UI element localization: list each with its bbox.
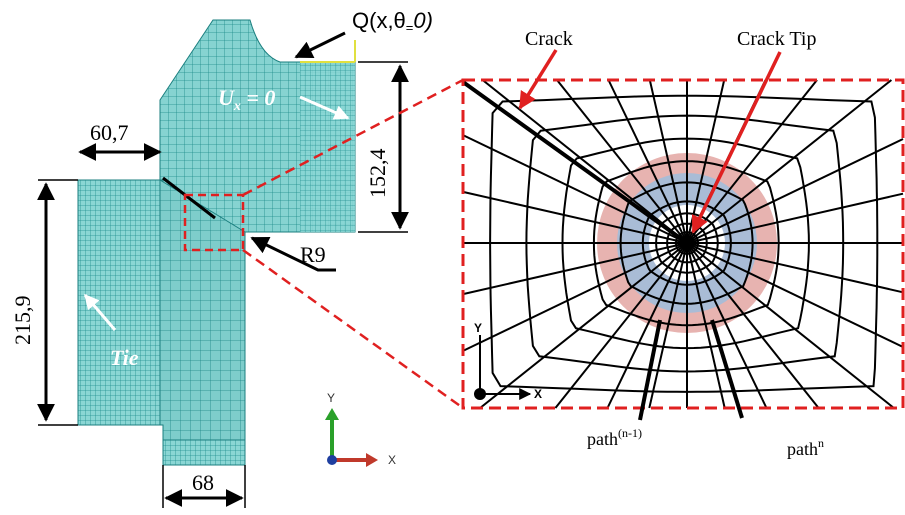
radius-label: R9 [300,242,326,267]
mesh-radial-line [462,134,688,244]
inset-callouts: Crack Crack Tip path(n-1) pathn [518,28,824,459]
mesh-radial-line [462,242,688,296]
axis-y-head [325,408,339,420]
q-point-label: Q(x,θ=0) [352,8,433,35]
mesh-radial-line [462,242,688,352]
r9-arrow [250,236,336,272]
bottom-tab-mesh [162,439,246,466]
axis-triad: Y X [325,391,396,467]
inset-axis-y-label: Y [474,321,482,335]
tie-label: Tie [110,345,139,370]
zoom-connector-bottom [242,248,464,410]
ux-label: Ux = 0 [218,85,275,114]
crack-tip-arrow [691,51,782,234]
inset-axis-x-label: X [534,387,542,401]
dim-bottom-width-label: 68 [192,470,214,495]
inset-axis-origin [474,388,486,400]
crack-label: Crack [525,28,573,50]
tie-arrow [83,293,117,331]
dim-left-height-label: 215,9 [10,296,35,346]
axis-y-label: Y [327,391,335,405]
mesh-radial-line [648,79,688,244]
crack-line-inset [461,80,689,245]
mesh-radial-line [556,79,688,244]
mesh-radial-line [648,242,688,409]
mesh-ring-line [525,114,845,373]
mesh-radial-line [686,242,895,409]
dim-right-height-label: 152,4 [365,149,390,199]
mesh-radial-line [686,242,820,409]
dim-top-width-label: 60,7 [90,120,129,145]
pointers [83,31,350,331]
fe-mesh-model [77,19,356,466]
crack-line-model [162,176,216,220]
mesh-radial-line [686,79,893,244]
zoom-box [183,193,245,252]
left-labels: Q(x,θ=0) Ux = 0 60,7 152,4 215,9 68 R9 T… [10,8,433,495]
inset-radial-mesh [462,79,904,409]
axis-x-label: X [388,453,396,467]
crack-arrow [518,49,558,110]
zoom-connector-top [242,78,464,197]
path-prev-label: path(n-1) [587,426,642,449]
mesh-radial-line [479,242,688,409]
mesh-radial-line [462,190,688,244]
path-n-arrow [710,319,744,419]
ux-arrow [299,95,350,120]
mesh-radial-line [554,242,688,409]
mesh-radial-line [481,79,688,244]
mesh-radial-line [686,242,726,409]
path-prev-arrow [638,319,662,421]
mesh-ring-line [641,200,732,286]
mesh-radial-line [686,242,904,348]
mesh-radial-line [686,242,904,294]
crack-tip-point [683,239,691,247]
mesh-ring-line [489,94,879,393]
crack-tip-label: Crack Tip [737,28,816,50]
mesh-ring-line [561,137,810,350]
q-point-arrow [294,31,346,59]
axis-x-head [366,453,378,467]
crack-tip-inset: Y X [461,78,905,410]
upper-right-fine-mesh [300,62,355,232]
mesh-radial-line [686,79,818,244]
mesh-radial-line [686,138,904,244]
mesh-ring-line [592,160,780,327]
mesh-ring-line [619,181,754,305]
axis-origin [327,455,337,465]
dimensions [37,61,409,508]
path-n-label: pathn [787,436,824,459]
mesh-radial-line [686,192,904,244]
inset-border [461,78,905,410]
